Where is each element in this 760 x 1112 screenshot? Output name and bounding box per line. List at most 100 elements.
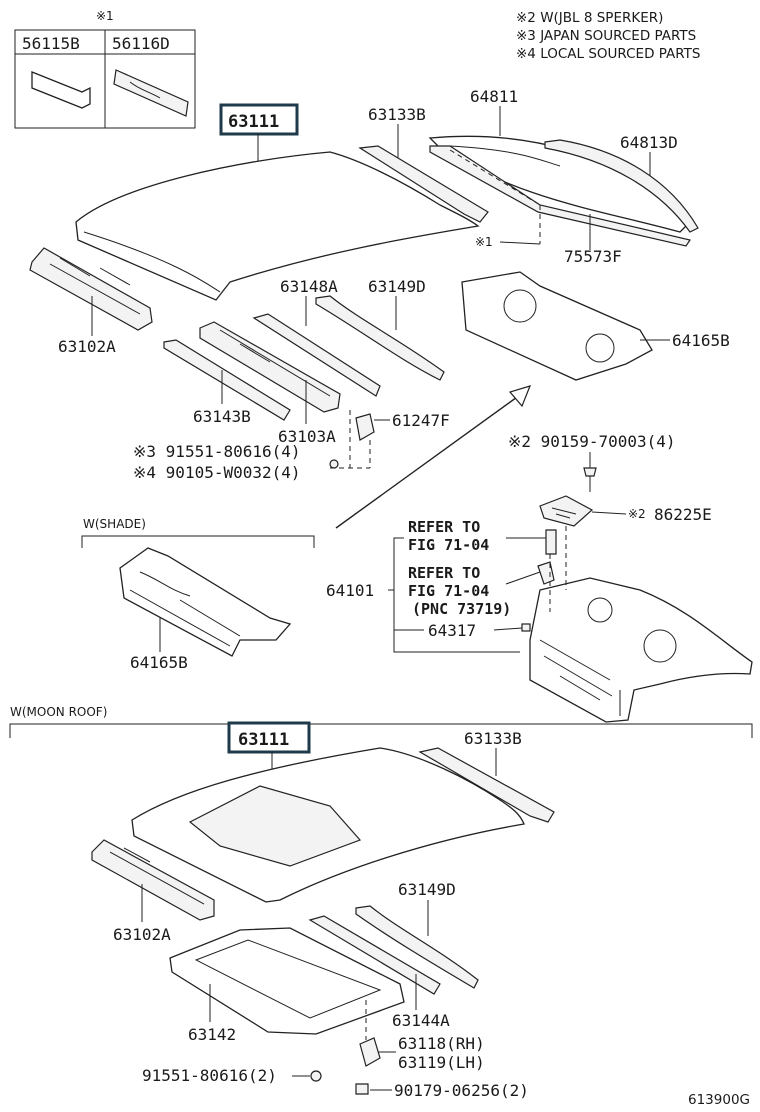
label-63111-moonroof: 63111	[238, 730, 289, 750]
side-rail-top	[358, 145, 489, 223]
reinforcement-63144A	[308, 915, 441, 995]
refer1-line1: REFER TO	[408, 518, 480, 536]
bracket-61247F	[355, 413, 375, 441]
moonroof-section-title: W(MOON ROOF)	[10, 705, 107, 719]
label-90179: 90179-06256(2)	[394, 1081, 529, 1100]
speaker-cover-grill	[551, 507, 577, 519]
shelf-speaker-hole-b	[587, 597, 613, 623]
bolt-refer1	[545, 529, 557, 555]
bracket-63118	[359, 1037, 381, 1067]
label-64813D: 64813D	[620, 133, 678, 152]
label-64165B-shade: 64165B	[130, 653, 188, 672]
label-63142: 63142	[188, 1025, 236, 1044]
shelf-speaker-hole-a	[643, 629, 677, 663]
label-note1-ref: ※1	[475, 235, 493, 249]
inset-56116D-detail	[129, 81, 161, 99]
weatherstrip	[429, 145, 691, 247]
legend-note-4: ※4 LOCAL SOURCED PARTS	[516, 46, 701, 62]
figure-code: 613900G	[688, 1092, 750, 1108]
label-64165B-top: 64165B	[672, 331, 730, 350]
package-tray-shade-ribs	[129, 571, 241, 647]
bow-63149D	[315, 295, 445, 381]
label-64101: 64101	[326, 581, 374, 600]
label-63144A: 63144A	[392, 1011, 450, 1030]
label-63143B: 63143B	[193, 407, 251, 426]
front-header-moonroof	[91, 839, 215, 921]
sunroof-housing-frame	[194, 939, 382, 1019]
front-header-top	[29, 247, 153, 331]
label-63102A-top: 63102A	[58, 337, 116, 356]
shelf-assembly-ribs	[539, 639, 621, 716]
refer2-line2: FIG 71-04	[408, 582, 489, 600]
label-bolt-90105: ※4 90105-W0032(4)	[133, 463, 301, 482]
label-86225E: 86225E	[654, 505, 712, 524]
shelf-assembly	[529, 577, 753, 723]
label-63149D-moonroof: 63149D	[398, 880, 456, 899]
direction-arrow-head	[508, 385, 532, 408]
label-64317: 64317	[428, 621, 476, 640]
label-61247F: 61247F	[392, 411, 450, 430]
label-64811: 64811	[470, 87, 518, 106]
bolt-icon	[329, 459, 339, 469]
reinforcement-63103A-ribs	[219, 329, 331, 397]
refer2-line1: REFER TO	[408, 564, 480, 582]
side-rail-moonroof	[418, 747, 555, 823]
label-63149D: 63149D	[368, 277, 426, 296]
label-63102A-moonroof: 63102A	[113, 925, 171, 944]
moonroof-section-bracket	[9, 723, 753, 738]
bolt-moonroof-icon	[310, 1070, 322, 1082]
front-header-moonroof-ribs	[109, 847, 205, 905]
label-63111-top: 63111	[228, 112, 279, 132]
roof-panel-label-box	[219, 103, 299, 136]
label-63103A: 63103A	[278, 427, 336, 446]
refer1-line2: FIG 71-04	[408, 536, 489, 554]
label-63148A: 63148A	[280, 277, 338, 296]
package-tray-top	[461, 271, 653, 381]
leader-refer2	[505, 571, 541, 585]
roof-panel-moonroof-label-box	[227, 721, 311, 754]
roof-panel-top	[75, 151, 480, 301]
legend-note-2: ※2 W(JBL 8 SPERKER)	[516, 10, 663, 26]
inset-part-56115B: 56115B	[22, 34, 80, 53]
label-63133B-top: 63133B	[368, 105, 426, 124]
label-63118: 63118(RH)	[398, 1034, 485, 1053]
clip-90179-icon	[355, 1083, 369, 1095]
rear-glass-defroster	[449, 145, 561, 167]
reinforcement-63103A	[199, 321, 341, 413]
package-tray-top-hole-b	[585, 333, 615, 363]
label-bolt-91551: ※3 91551-80616(4)	[133, 442, 301, 461]
refer2-line3: (PNC 73719)	[412, 600, 511, 618]
bracket-64101	[393, 537, 520, 653]
roof-panel-top-edge	[83, 231, 221, 293]
inset-56115B-shape	[31, 71, 91, 109]
rear-header-63143B	[163, 339, 291, 421]
package-tray-top-hole-a	[503, 289, 537, 323]
sunroof-housing	[169, 927, 405, 1035]
leader-86225E	[591, 511, 627, 515]
legend-note-3: ※3 JAPAN SOURCED PARTS	[516, 28, 696, 44]
label-63119: 63119(LH)	[398, 1053, 485, 1072]
plug-64317	[521, 623, 531, 632]
shade-section-bracket	[81, 535, 315, 548]
label-note2-mark: ※2	[628, 507, 646, 521]
shade-section-title: W(SHADE)	[83, 517, 146, 531]
label-63133B-moonroof: 63133B	[464, 729, 522, 748]
glass-molding	[544, 139, 699, 233]
bow-63149D-moonroof	[355, 905, 479, 989]
label-75573F: 75573F	[564, 247, 622, 266]
bow-63148A	[252, 313, 381, 397]
leader-note1-ref	[499, 241, 541, 245]
inset-table: 56115B 56116D	[14, 29, 196, 129]
inset-note-mark: ※1	[96, 9, 114, 23]
direction-arrow	[335, 391, 525, 529]
rear-glass	[428, 135, 691, 233]
screw-icon	[583, 467, 597, 477]
label-screw-90159: ※2 90159-70003(4)	[508, 432, 676, 451]
package-tray-shade	[119, 547, 292, 657]
front-header-top-ribs	[49, 257, 141, 315]
leader-64317-b	[493, 627, 523, 631]
moonroof-opening	[188, 785, 362, 867]
inset-part-56116D: 56116D	[112, 34, 170, 53]
